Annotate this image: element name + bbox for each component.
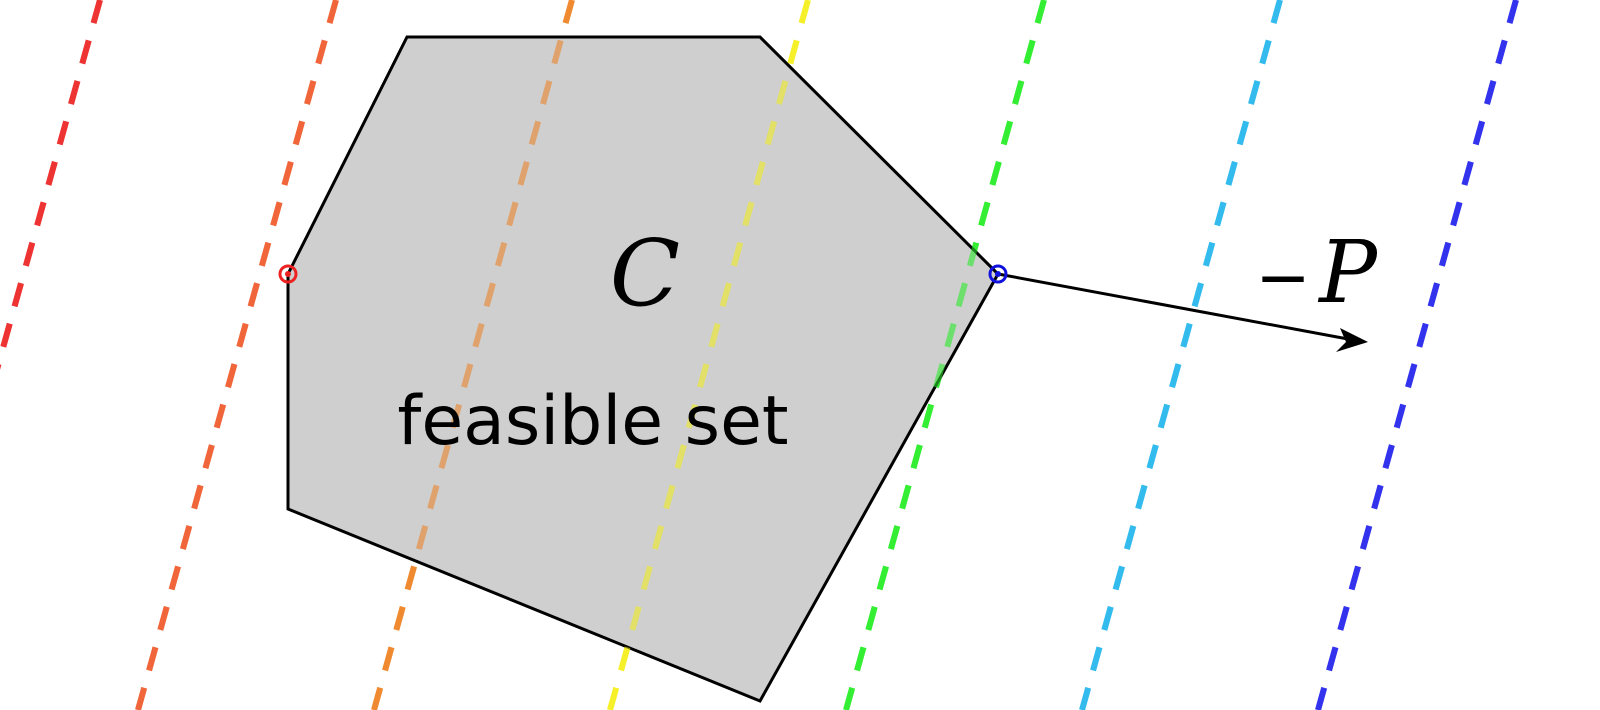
min-vertex-marker [278, 264, 298, 284]
arrow-right-icon [1336, 328, 1368, 352]
feasible-set-label: feasible set [397, 382, 788, 461]
direction-symbol-label: P [1317, 223, 1379, 323]
direction-minus-sign: − [1255, 239, 1310, 316]
level-line-6 [1079, 0, 1283, 710]
level-line-7 [1315, 0, 1519, 710]
level-line-1-overlay [0, 0, 103, 370]
feasible-set-polygon [286, 35, 1000, 703]
direction-vector [997, 272, 1368, 352]
max-vertex-marker [988, 264, 1008, 284]
level-line-6-overlay [1079, 0, 1283, 710]
set-symbol-label: C [610, 220, 680, 327]
level-line-1 [0, 0, 103, 370]
level-line-7-overlay [1315, 0, 1519, 710]
